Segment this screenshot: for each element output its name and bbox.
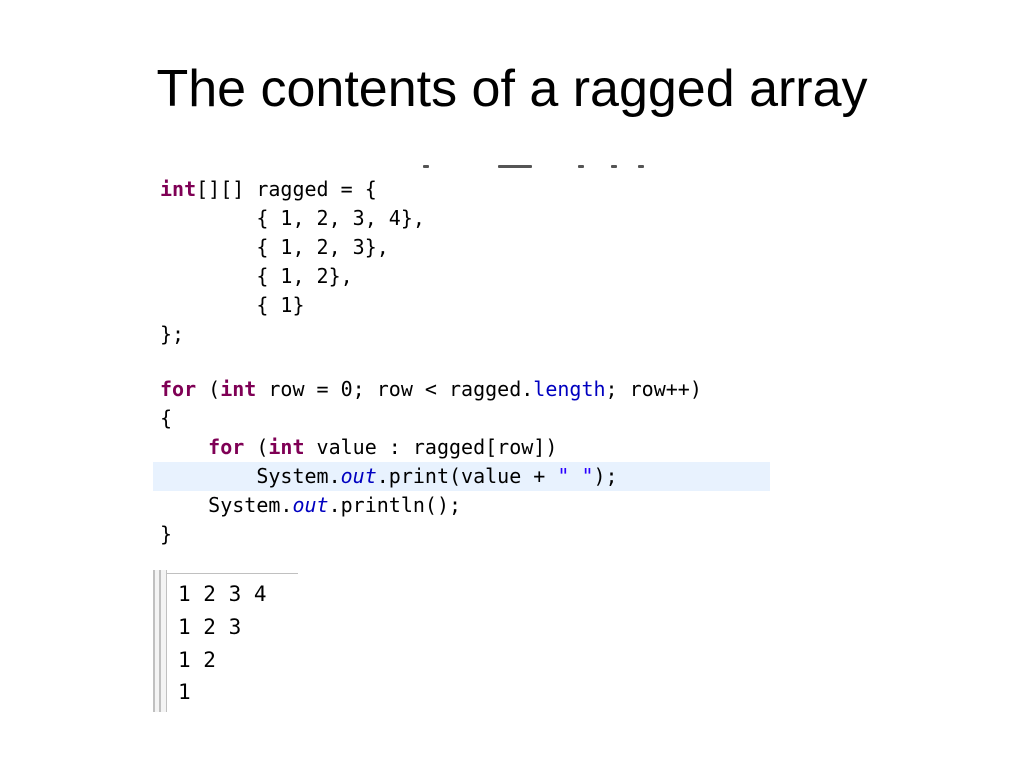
code-indent — [160, 435, 208, 459]
code-text: ( — [196, 377, 221, 401]
console-gutter-line — [159, 570, 161, 712]
console-top-border — [167, 573, 298, 574]
cropped-glyph — [578, 165, 584, 168]
keyword: for — [160, 377, 197, 401]
code-text: .println(); — [328, 493, 462, 517]
code-line-inner-for: for (int value : ragged[row]) — [160, 433, 557, 462]
code-line-row4: { 1} — [160, 293, 305, 317]
code-line-row2: { 1, 2, 3}, — [160, 235, 389, 259]
code-text: value : ragged[row]) — [304, 435, 558, 459]
cropped-glyph — [498, 165, 532, 168]
code-text: .print(value + — [376, 464, 558, 488]
string-literal: " " — [557, 464, 594, 488]
code-line-brace-close: } — [160, 522, 173, 546]
code-line-declaration: int[][] ragged = { — [160, 175, 377, 204]
keyword: int — [160, 177, 197, 201]
console-output-line: 1 2 3 4 — [178, 582, 267, 606]
code-line-print: System.out.print(value + " "); — [160, 462, 618, 491]
cropped-glyph — [638, 165, 644, 168]
code-text: [][] ragged = { — [196, 177, 377, 201]
code-text: ; row++) — [605, 377, 702, 401]
code-line-row3: { 1, 2}, — [160, 264, 353, 288]
code-text: ( — [244, 435, 269, 459]
code-text: System. — [160, 493, 293, 517]
static-field: out — [340, 464, 377, 488]
console-output-line: 1 2 — [178, 648, 216, 672]
code-line-outer-for: for (int row = 0; row < ragged.length; r… — [160, 375, 702, 404]
cropped-glyph — [611, 165, 617, 168]
code-editor-snippet: int[][] ragged = { { 1, 2, 3, 4}, { 1, 2… — [153, 165, 770, 557]
console-gutter — [153, 570, 167, 712]
code-line-row1: { 1, 2, 3, 4}, — [160, 206, 425, 230]
field-name: length — [533, 377, 606, 401]
slide-title: The contents of a ragged array — [156, 60, 868, 118]
cropped-glyph — [423, 165, 429, 168]
console-output-line: 1 2 3 — [178, 615, 242, 639]
static-field: out — [292, 493, 329, 517]
code-text: System. — [160, 464, 341, 488]
cropped-code-line — [153, 165, 770, 175]
keyword: int — [268, 435, 305, 459]
code-text: ); — [593, 464, 618, 488]
code-line-decl-close: }; — [160, 322, 185, 346]
code-line-brace-open: { — [160, 406, 173, 430]
keyword: int — [220, 377, 257, 401]
code-line-println: System.out.println(); — [160, 491, 461, 520]
console-output-line: 1 — [178, 680, 191, 704]
current-line-highlight — [153, 462, 770, 491]
console-output: 1 2 3 4 1 2 3 1 2 1 — [153, 570, 298, 712]
keyword: for — [208, 435, 245, 459]
code-text: row = 0; row < ragged. — [256, 377, 534, 401]
